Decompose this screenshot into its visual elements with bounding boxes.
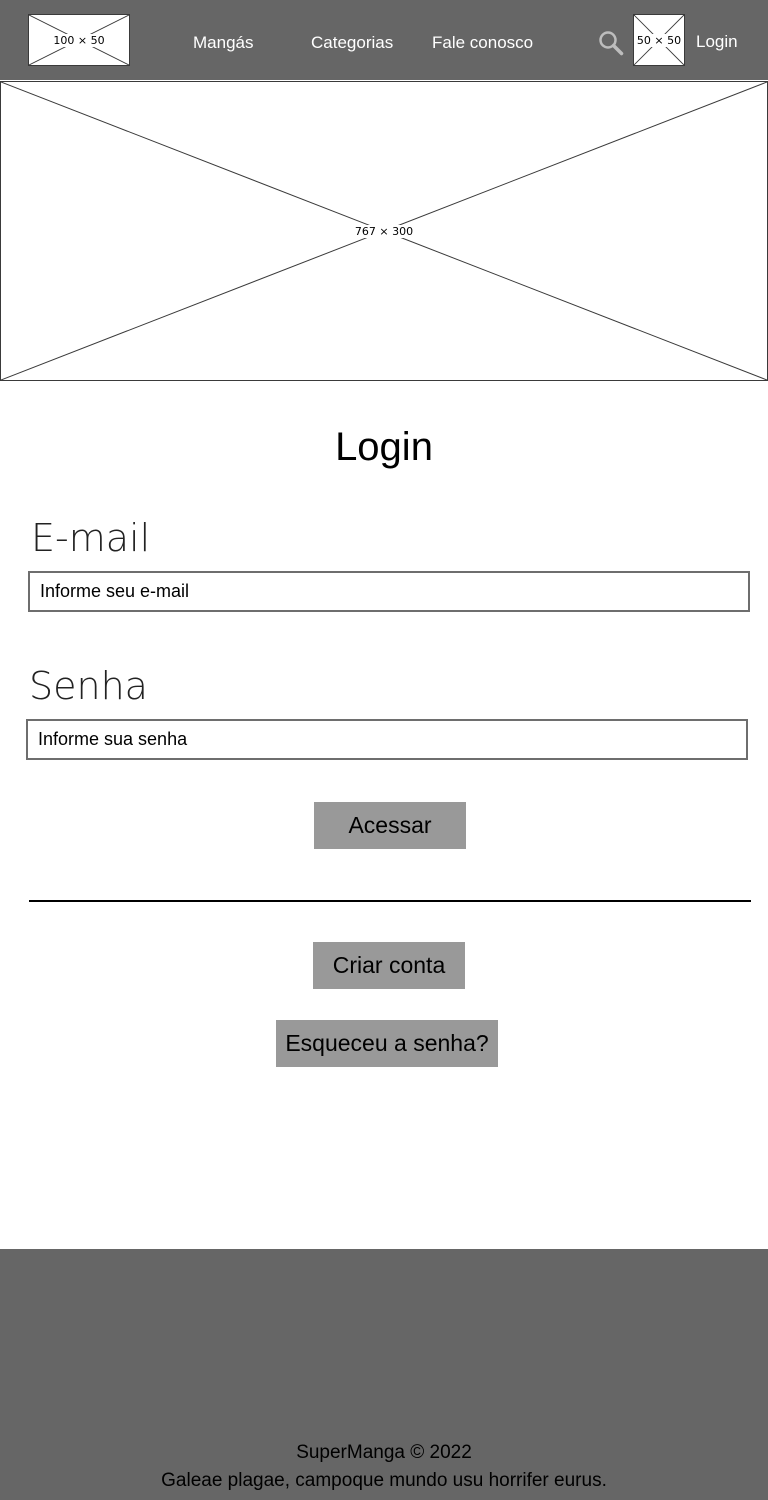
top-navbar: 100 × 50 Mangás Categorias Fale conosco … (0, 0, 768, 80)
login-link[interactable]: Login (696, 32, 738, 51)
search-icon[interactable] (598, 30, 624, 56)
page-footer: SuperManga © 2022 Galeae plagae, campoqu… (0, 1249, 768, 1500)
email-input[interactable] (28, 571, 750, 612)
banner-placeholder-label: 767 × 300 (353, 224, 415, 238)
forgot-password-button[interactable]: Esqueceu a senha? (276, 1020, 498, 1067)
avatar-placeholder-label: 50 × 50 (635, 33, 683, 47)
email-label: E-mail (31, 516, 151, 560)
nav-link-fale-conosco[interactable]: Fale conosco (432, 33, 534, 52)
page-title: Login (335, 425, 433, 469)
create-account-button[interactable]: Criar conta (313, 942, 465, 989)
nav-link-mangas[interactable]: Mangás (193, 33, 254, 52)
user-avatar[interactable]: 50 × 50 (633, 14, 685, 66)
password-label: Senha (29, 664, 148, 708)
logo-image[interactable]: 100 × 50 (28, 14, 130, 66)
password-input[interactable] (26, 719, 748, 760)
logo-placeholder-label: 100 × 50 (52, 33, 106, 47)
nav-link-categorias[interactable]: Categorias (311, 33, 394, 52)
footer-copyright: SuperManga © 2022 (296, 1442, 472, 1463)
hero-banner-image: 767 × 300 (0, 81, 768, 381)
form-divider (29, 900, 751, 902)
footer-tagline: Galeae plagae, campoque mundo usu horrif… (161, 1470, 607, 1491)
submit-login-button[interactable]: Acessar (314, 802, 466, 849)
